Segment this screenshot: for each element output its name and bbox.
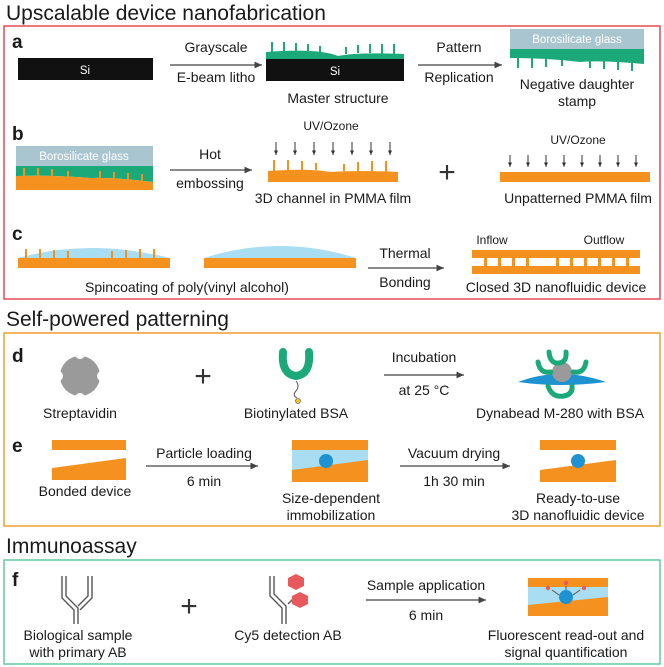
panel-letter-b: b: [12, 124, 24, 145]
outflow-label: Outflow: [584, 233, 625, 247]
fluorescent-readout-device: [528, 578, 608, 616]
arrow-a2-top-label: Pattern: [436, 39, 481, 55]
arrow-d-bottom-label: at 25 °C: [399, 382, 450, 398]
plus-sign-d: +: [194, 360, 212, 393]
sample-label-line1: Biological sample: [24, 627, 133, 643]
inflow-label: Inflow: [476, 233, 508, 247]
closed-device-caption: Closed 3D nanofluidic device: [466, 279, 647, 295]
biotinylated-bsa-icon: [278, 348, 314, 404]
arrow-d-top-label: Incubation: [392, 349, 457, 365]
arrow-b-bottom-label: embossing: [176, 175, 244, 191]
panel-letter-c: c: [12, 224, 23, 245]
embossing-glass-label: Borosilicate glass: [39, 151, 129, 163]
arrow-f-bottom-label: 6 min: [409, 607, 443, 623]
si-wafer-label: Si: [80, 65, 90, 77]
uv-ozone-label-1: UV/Ozone: [303, 119, 359, 133]
arrow-c-top-label: Thermal: [379, 245, 430, 261]
panel-letter-a: a: [12, 32, 23, 53]
spincoated-flat-film: [204, 246, 356, 268]
section-box-patterning: [3, 332, 661, 527]
stamp-caption-line1: Negative daughter: [520, 76, 635, 92]
plus-sign-f: +: [180, 590, 198, 623]
section-box-immunoassay: [3, 559, 661, 665]
cy5-label: Cy5 detection AB: [234, 627, 341, 643]
ready-device-label-line1: Ready-to-use: [536, 490, 620, 506]
uv-arrows-1: [274, 142, 392, 155]
master-si-label: Si: [330, 66, 340, 78]
immobilization-label-line2: immobilization: [287, 507, 376, 523]
spincoated-channel-film: [18, 248, 170, 268]
cy5-detection-antibody-icon: [269, 574, 308, 624]
streptavidin-label: Streptavidin: [43, 405, 117, 421]
arrow-e2-bottom-label: 1h 30 min: [423, 473, 484, 489]
dynabead-with-bsa-icon: [518, 349, 606, 399]
closed-nanofluidic-device: [472, 250, 640, 274]
arrow-b-top-label: Hot: [199, 146, 221, 162]
uv-arrows-2: [508, 155, 638, 167]
unpatterned-film-caption: Unpatterned PMMA film: [504, 190, 652, 206]
si-wafer: [18, 58, 153, 80]
arrow-e2-top-label: Vacuum drying: [408, 445, 500, 461]
panel-letter-f: f: [12, 570, 19, 591]
bonded-device-label: Bonded device: [39, 483, 132, 499]
master-caption: Master structure: [287, 90, 388, 106]
section-title-patterning: Self-powered patterning: [6, 308, 229, 331]
streptavidin-icon: [53, 349, 107, 403]
bonded-device: [52, 440, 126, 480]
immobilization-device: [292, 440, 368, 482]
readout-label-line1: Fluorescent read-out and: [488, 627, 644, 643]
panel-letter-d: d: [12, 346, 24, 367]
unpatterned-pmma-film: [500, 172, 650, 182]
readout-label-line2: signal quantification: [505, 644, 628, 660]
daughter-stamp: [510, 29, 644, 71]
master-structure: [266, 42, 404, 81]
panel-letter-e: e: [12, 436, 23, 457]
sample-label-line2: with primary AB: [28, 644, 126, 660]
arrow-a1-top-label: Grayscale: [184, 39, 247, 55]
immobilization-label-line1: Size-dependent: [282, 490, 380, 506]
ready-device: [540, 440, 616, 482]
pmma-channel-film: [268, 160, 398, 182]
ready-device-label-line2: 3D nanofluidic device: [511, 507, 644, 523]
stamp-caption-line2: stamp: [558, 93, 596, 109]
biotinylated-bsa-label: Biotinylated BSA: [244, 405, 349, 421]
dynabead-label: Dynabead M-280 with BSA: [476, 405, 645, 421]
section-box-fabrication: [3, 25, 661, 300]
section-title-immunoassay: Immunoassay: [6, 535, 137, 558]
uv-ozone-label-2: UV/Ozone: [550, 133, 606, 147]
arrow-e1-top-label: Particle loading: [156, 445, 252, 461]
primary-antibody-icon: [61, 576, 93, 624]
arrow-a1-bottom-label: E-beam litho: [177, 69, 256, 85]
arrow-f-top-label: Sample application: [367, 577, 485, 593]
arrow-c-bottom-label: Bonding: [379, 274, 430, 290]
spincoating-caption: Spincoating of poly(vinyl alcohol): [85, 279, 289, 295]
plus-sign-b: +: [438, 156, 456, 189]
embossing-stack: [16, 146, 153, 190]
arrow-a2-bottom-label: Replication: [424, 69, 493, 85]
arrow-e1-bottom-label: 6 min: [187, 473, 221, 489]
section-title-fabrication: Upscalable device nanofabrication: [6, 2, 326, 25]
stamp-glass-label: Borosilicate glass: [532, 34, 622, 46]
pmma-channel-caption: 3D channel in PMMA film: [255, 190, 411, 206]
